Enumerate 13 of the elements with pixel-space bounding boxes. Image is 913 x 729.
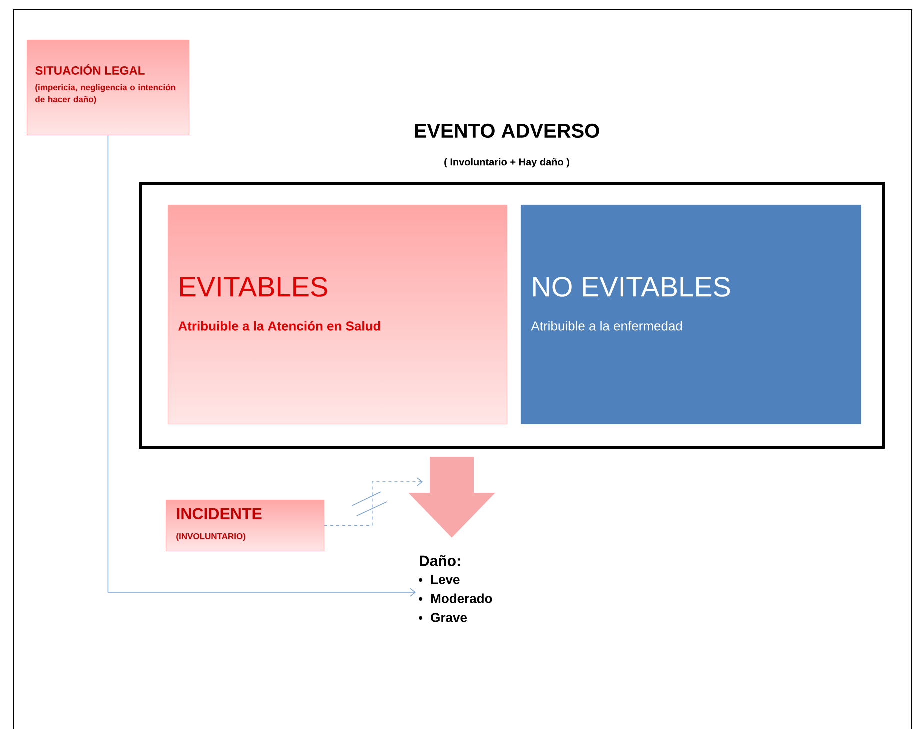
incident-box: INCIDENTE (INVOLUNTARIO): [166, 500, 324, 552]
node-label: ( Involuntario + Hay daño ): [444, 158, 570, 168]
connector-arrow: [108, 135, 416, 597]
node-label: Daño:: [420, 555, 460, 566]
connector-arrow: [324, 478, 423, 526]
node-label: Moderado: [431, 594, 492, 604]
legal-box: SITUACIÓN LEGAL (impericia, negligencia o intención de hacer daño): [27, 40, 190, 136]
preventable-box: EVITABLES Atribuible a la Atención en Salud: [168, 205, 508, 424]
harm-list: Daño: Leve Moderado Grave: [419, 555, 492, 622]
node-label: EVENTO ADVERSO: [415, 124, 600, 138]
node-label: Grave: [431, 613, 468, 622]
non-preventable-box: NO EVITABLES Atribuible a la enfermedad: [521, 205, 862, 424]
node-label: Leve: [431, 575, 460, 584]
